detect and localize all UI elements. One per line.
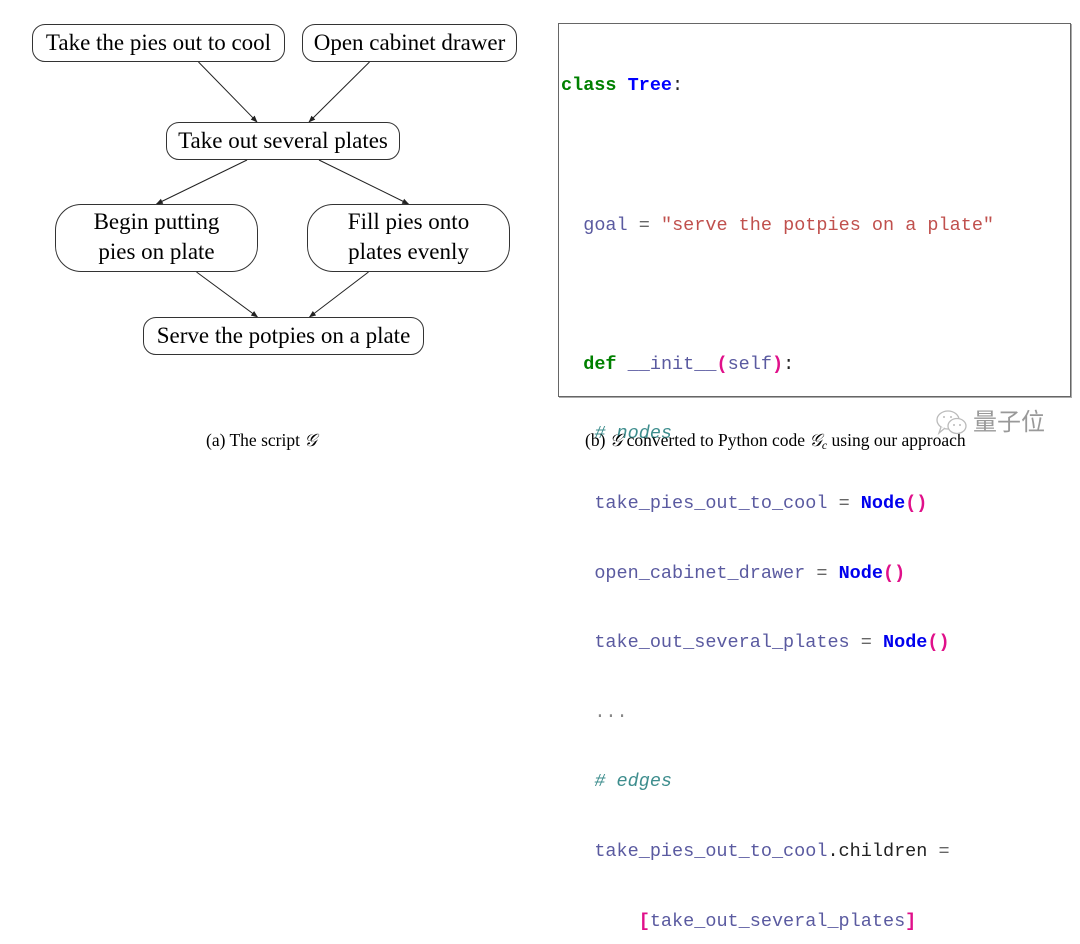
graph-edge-n3-n5 — [196, 271, 259, 318]
code-line-blank — [561, 283, 994, 306]
node-label: Take the pies out to cool — [45, 30, 272, 55]
python-code-panel: class Tree: goal = "serve the potpies on… — [558, 23, 1071, 932]
node-variable: take_out_several_plates — [594, 632, 850, 654]
init-method-name: __init__ — [627, 353, 717, 375]
graph-symbol: 𝒢 — [609, 430, 623, 450]
node-label: Take out several plates — [178, 128, 388, 153]
edge-parent-variable: take_pies_out_to_cool — [594, 840, 828, 862]
node-label: Open cabinet drawer — [313, 30, 506, 55]
edge-child-variable: take_out_several_plates — [649, 910, 906, 932]
code-line-comment-nodes: # nodes — [561, 422, 994, 445]
colon: : — [783, 353, 795, 375]
children-attr: .children — [827, 840, 928, 862]
class-keyword: class — [561, 75, 617, 97]
class-name: Tree — [627, 75, 673, 97]
graph-symbol: 𝒢 — [304, 430, 317, 450]
code-line-node-decl: take_pies_out_to_cool = Node() — [594, 492, 928, 514]
node-constructor: Node — [882, 632, 928, 654]
caption-b-text: converted to Python code — [622, 430, 810, 450]
node-label-line-1: Fill pies onto — [347, 209, 470, 234]
code-line-ellipsis: ... — [561, 701, 994, 724]
node-label-line-2: plates evenly — [348, 239, 469, 264]
code-line-node-decl: take_out_several_plates = Node() — [594, 632, 950, 654]
graph-node-open-cabinet-drawer: Open cabinet drawer — [302, 24, 517, 62]
code-line-blank — [561, 144, 994, 167]
goal-variable: goal — [583, 214, 628, 236]
assign-operator: = — [938, 840, 950, 862]
code-graph-symbol: 𝒢 — [809, 430, 822, 450]
node-label: Serve the potpies on a plate — [156, 323, 411, 348]
goal-string: "serve the potpies on a plate" — [660, 214, 995, 236]
code-line-class: class Tree: — [561, 74, 994, 97]
node-constructor: Node — [838, 562, 883, 584]
node-variable: take_pies_out_to_cool — [594, 492, 828, 514]
assign-operator: = — [860, 632, 872, 654]
code-line-comment-edges: # edges — [561, 770, 994, 793]
caption-b-suffix: using our approach — [827, 430, 966, 450]
assign-operator: = — [838, 492, 850, 514]
script-graph-diagram: Take the pies out to cool Open cabinet d… — [0, 0, 545, 400]
comment-nodes: # nodes — [594, 423, 673, 445]
graph-edge-n4-n5 — [308, 271, 369, 318]
caption-a-text: (a) The script — [206, 430, 305, 450]
self-arg: self — [727, 353, 772, 375]
graph-node-take-out-plates: Take out several plates — [166, 122, 400, 160]
colon: : — [672, 75, 684, 97]
graph-edge-n2-n4 — [318, 159, 410, 205]
code-line-node-decl: open_cabinet_drawer = Node() — [594, 562, 906, 584]
code-graph-subscript: c — [821, 438, 828, 452]
def-keyword: def — [583, 353, 617, 375]
graph-node-fill-pies: Fill pies onto plates evenly — [307, 204, 510, 272]
assign-operator: = — [816, 562, 828, 584]
code-line-goal: goal = "serve the potpies on a plate" — [561, 214, 994, 237]
node-constructor: Node — [860, 492, 906, 514]
graph-node-begin-putting-pies: Begin putting pies on plate — [55, 204, 258, 272]
watermark-text: 量子位 — [973, 408, 1045, 436]
node-variable: open_cabinet_drawer — [594, 562, 806, 584]
code-line-edge-child: [take_out_several_plates] — [638, 910, 917, 932]
graph-node-take-pies-out: Take the pies out to cool — [32, 24, 285, 62]
graph-node-serve-potpies: Serve the potpies on a plate — [143, 317, 424, 355]
watermark: 量子位 — [935, 402, 1045, 437]
wechat-icon — [935, 409, 969, 437]
ellipsis: ... — [594, 701, 628, 723]
caption-a: (a) The script 𝒢 — [206, 430, 317, 451]
graph-edge-n1-n2 — [308, 61, 370, 123]
graph-edge-n2-n3 — [155, 159, 248, 205]
graph-edge-n0-n2 — [198, 61, 258, 123]
code-line-edge-parent: take_pies_out_to_cool.children = — [561, 840, 994, 863]
assign-operator: = — [638, 214, 650, 236]
caption-b-label: (b) — [585, 430, 610, 450]
code-listing: class Tree: goal = "serve the potpies on… — [561, 28, 994, 944]
graph-edges — [155, 61, 410, 318]
code-line-def: def __init__(self): — [583, 353, 795, 375]
node-label-line-1: Begin putting — [93, 209, 220, 234]
comment-edges: # edges — [594, 771, 673, 793]
node-label-line-2: pies on plate — [98, 239, 215, 264]
caption-b: (b) 𝒢 converted to Python code 𝒢c using … — [585, 430, 966, 453]
